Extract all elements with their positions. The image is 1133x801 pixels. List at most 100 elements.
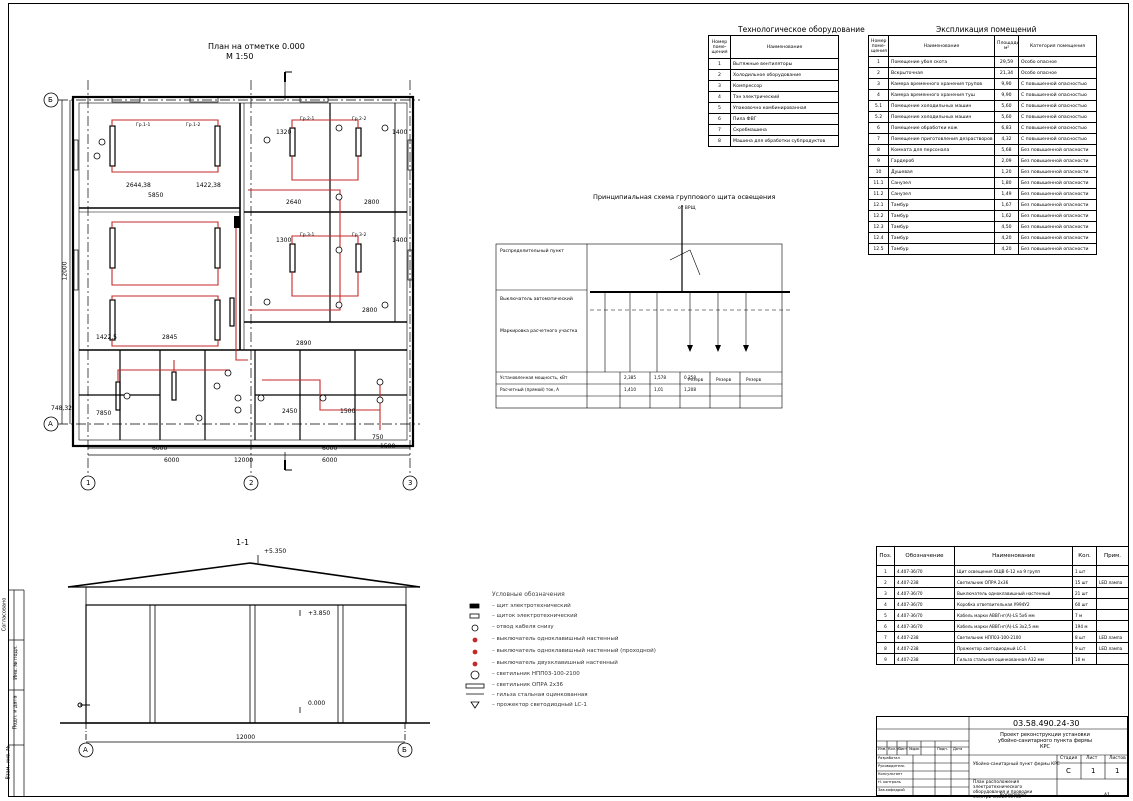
- plan-scale: М 1:50: [226, 52, 254, 61]
- schematic-row-value: 1,578: [654, 375, 666, 380]
- table-cell: Гардероб: [888, 155, 995, 167]
- table-cell: 2: [708, 69, 731, 81]
- dim-row1-f: 1320: [276, 129, 292, 136]
- table-cell: [1096, 609, 1129, 621]
- dim-overall-height: 12000: [61, 261, 69, 281]
- dim-row1-d: 2640: [286, 199, 302, 206]
- schematic-row-value: 0,258: [684, 375, 696, 380]
- table-cell: LED лампа: [1096, 576, 1129, 588]
- legend-item: – гильза стальная оцинкованная: [492, 692, 588, 698]
- legend-item: – выключатель двухклавишный настенный: [492, 660, 618, 666]
- schematic-row-value: 2,385: [624, 375, 636, 380]
- format-label: А1: [1104, 793, 1110, 798]
- table-cell: 9,90: [994, 78, 1019, 90]
- section-axis-b: Б: [402, 746, 407, 754]
- table-cell: Душевая: [888, 166, 995, 178]
- table-cell: LED лампа: [1096, 642, 1129, 654]
- table-cell: 9,90: [994, 89, 1019, 101]
- dim-row2-d: 2800: [362, 307, 378, 314]
- schematic-row-label-2: Расчетный (прямой) ток, А: [500, 387, 559, 392]
- schematic-title: Принципиальная схема группового щита осв…: [593, 193, 776, 201]
- dim-row2-e: 1300: [276, 237, 292, 244]
- table-cell: Тамбур: [888, 232, 995, 244]
- table-cell: 4,20: [994, 243, 1019, 255]
- table-cell: 7 м: [1072, 609, 1097, 621]
- dim-row1-a: 5850: [148, 192, 164, 199]
- table-cell: 194 м: [1072, 620, 1097, 632]
- table-cell: Тэн электрический: [730, 91, 839, 103]
- table-cell: 11.1: [868, 177, 889, 189]
- table-cell: Санузел: [888, 177, 995, 189]
- table-cell: 3: [876, 587, 895, 599]
- table-cell: LED лампа: [1096, 631, 1129, 643]
- dim-row3-c: 1500: [340, 408, 356, 415]
- table-cell: 5,60: [994, 100, 1019, 112]
- table-cell: 6,83: [994, 122, 1019, 134]
- table-cell: С повышенной опасностью: [1018, 133, 1097, 145]
- sig-header: Подп.: [937, 747, 948, 751]
- dim-row3-b: 2450: [282, 408, 298, 415]
- room-label-5: Гр.3-1: [300, 233, 315, 238]
- table-cell: 1 шт: [1072, 565, 1097, 577]
- table-cell: [1096, 565, 1129, 577]
- table-cell: 5: [876, 609, 895, 621]
- table-cell: 4.407-238: [894, 642, 955, 654]
- lighting-panel-symbol: [234, 216, 240, 228]
- table-cell: Без повышенной опасности: [1018, 232, 1097, 244]
- table-cell: 4: [708, 91, 731, 103]
- table-cell: Вскрыточная: [888, 67, 995, 79]
- schematic-arrows: [687, 345, 749, 352]
- table-cell: Без повышенной опасности: [1018, 177, 1097, 189]
- table-cell: 7: [708, 124, 731, 136]
- legend-item: – выключатель одноклавишный настенный (п…: [492, 648, 656, 654]
- schematic-row-value: 1,01: [654, 387, 664, 392]
- dim-right-span: 6000: [322, 445, 338, 452]
- dim-misc-a: 748,32: [51, 405, 72, 412]
- dim-row1-b: 2644,38: [126, 182, 151, 189]
- legend-item: – выключатель одноклавишный настенный: [492, 636, 619, 642]
- column-header: Наименование: [730, 35, 839, 59]
- plan-wiring: [111, 119, 381, 430]
- table-cell: 21,34: [994, 67, 1019, 79]
- table-cell: 4.407-238: [894, 576, 955, 588]
- role-label: Зав.кафедрой: [878, 788, 905, 792]
- drawing-code: 03.58.490.24-30: [1013, 719, 1080, 728]
- table-cell: 2: [868, 67, 889, 79]
- table-cell: Холодильное оборудование: [730, 69, 839, 81]
- legend-item: – щиток электротехнический: [492, 613, 578, 619]
- column-header: Номер поме-щения: [868, 35, 889, 57]
- table-cell: Особо опасное: [1018, 56, 1097, 68]
- table-cell: 5: [708, 102, 731, 114]
- table-cell: 4.407-36/70: [894, 609, 955, 621]
- table-cell: Пила ФВГ: [730, 113, 839, 125]
- table-cell: 4,50: [994, 221, 1019, 233]
- table-cell: 29,59: [994, 56, 1019, 68]
- table-cell: 4,32: [994, 133, 1019, 145]
- schematic-spare: Резерв: [746, 377, 762, 382]
- table-header-row: Поз. Обозначение Наименование Кол. Прим.: [876, 546, 1129, 566]
- table-cell: 4.407-36/70: [894, 598, 955, 610]
- dim-row2-b: 2845: [162, 334, 178, 341]
- table-cell: Гильза стальная оцинкованная А32 мм: [954, 653, 1073, 665]
- table-cell: Без повышенной опасности: [1018, 155, 1097, 167]
- table-cell: Помещение убоя скота: [888, 56, 995, 68]
- sheet-title: План расположения электротехнического об…: [973, 780, 1033, 800]
- dim-misc-c: 6000: [322, 457, 338, 464]
- table-cell: Камера временного хранения туш: [888, 89, 995, 101]
- table-cell: Машина для обработки субпродуктов: [730, 135, 839, 147]
- stage-value: С: [1066, 767, 1071, 775]
